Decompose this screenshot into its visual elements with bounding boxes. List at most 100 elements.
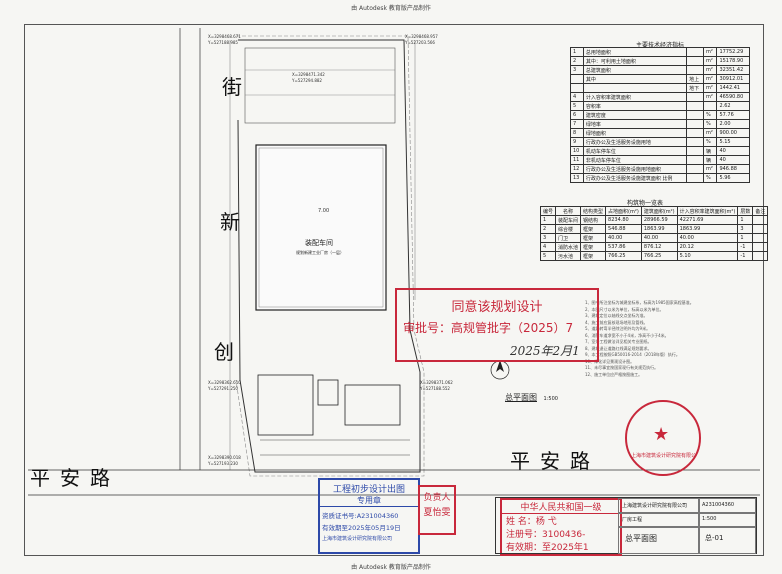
table-cell: 4 <box>539 242 557 252</box>
person-stamp-role: 负责人 <box>423 493 451 503</box>
table-cell: 766.25 <box>640 251 678 261</box>
table-cell: 地下 <box>686 83 705 93</box>
north-yard <box>244 47 396 124</box>
table-cell: 容积率 <box>582 101 688 111</box>
table-cell: 7 <box>570 119 584 129</box>
table-cell <box>686 65 705 75</box>
plot-header: 由 Autodesk 教育版产品制作 <box>351 5 431 12</box>
table-cell: 900.00 <box>716 128 750 138</box>
road-name-vertical: 街 <box>220 70 244 104</box>
table-cell: 2.00 <box>716 119 750 129</box>
building-area-text: 7.00 <box>318 208 330 214</box>
coord-7: X=3298362.610 <box>208 380 241 385</box>
table-cell: 32351.42 <box>716 65 750 75</box>
table-header-cell: 计入容积率建筑面积(m²) <box>676 206 739 216</box>
table-cell: % <box>703 137 718 147</box>
coord-11: X=3298390.018 <box>208 455 241 460</box>
table-cell: 辆 <box>703 155 718 165</box>
road-char-2: 新 <box>220 210 240 234</box>
table-cell: 12 <box>570 164 584 174</box>
drawing-frame <box>24 24 764 556</box>
table-cell: 机动车停车位 <box>582 146 688 156</box>
table-cell: 装配车间 <box>555 215 582 225</box>
indicator-table-title: 主要技术经济指标 <box>635 42 684 49</box>
titleblock-sheet: 总-01 <box>705 534 724 542</box>
table-cell: 非机动车停车位 <box>582 155 688 165</box>
table-cell: 11 <box>570 155 584 165</box>
table-cell: 5 <box>570 101 584 111</box>
note-line: 2、本图尺寸以米为单位，标高以米为单位。 <box>585 306 664 312</box>
table-cell: 2.62 <box>716 101 750 111</box>
table-cell: 1 <box>570 47 584 57</box>
table-cell <box>686 146 705 156</box>
table-cell <box>582 83 688 93</box>
note-line: 8、建筑退让道路红线满足规划要求。 <box>585 345 652 351</box>
table-cell: 5.96 <box>716 173 750 183</box>
table-cell <box>686 128 705 138</box>
table-cell: 3 <box>570 65 584 75</box>
table-cell: -1 <box>737 242 754 252</box>
table-cell: 2 <box>570 56 584 66</box>
building-name: 装配车间 <box>305 239 333 247</box>
table-header-cell: 编号 <box>539 206 557 216</box>
road-name-vertical-2: 新 <box>218 205 242 239</box>
section-scale: 1:500 <box>543 396 558 402</box>
table-cell: 40.00 <box>640 233 678 243</box>
table-cell: 总建筑面积 <box>582 65 688 75</box>
table-cell: 40 <box>716 146 750 156</box>
table-cell: m² <box>703 164 718 174</box>
table-cell: 1863.99 <box>640 224 678 234</box>
building-table: 编号名称结构类型占地面积(m²)建筑面积(m²)计入容积率建筑面积(m²)层数备… <box>539 206 769 261</box>
table-cell: 框架 <box>580 242 607 252</box>
table-cell: 1863.99 <box>676 224 739 234</box>
table-cell: 3 <box>737 224 754 234</box>
table-cell <box>752 242 769 252</box>
table-cell: 绿地面积 <box>582 128 688 138</box>
note-line: 7、室外工程做法详见相关专业图纸。 <box>585 339 652 344</box>
table-cell: 42271.69 <box>676 215 739 225</box>
table-cell <box>686 119 705 129</box>
table-cell: 计入容积率建筑面积 <box>582 92 688 102</box>
table-cell: 地上 <box>686 74 705 84</box>
table-cell: 1 <box>737 215 754 225</box>
table-cell: 框架 <box>580 251 607 261</box>
table-cell: 1442.41 <box>716 83 750 93</box>
approval-line1: 同意该规划设计 <box>451 300 543 315</box>
title-block: 上海建筑设计研究院有限公司 厂房工程 总平面图 A231004360 1:500… <box>495 497 757 554</box>
design-stamp-title: 工程初步设计出图 <box>332 485 405 495</box>
table-cell: 15178.90 <box>716 56 750 66</box>
table-cell <box>686 56 705 66</box>
road-name-bottom-right: 平安路 <box>510 449 600 473</box>
table-cell: m² <box>703 128 718 138</box>
table-cell: 9 <box>570 137 584 147</box>
table-cell: 绿地率 <box>582 119 688 129</box>
table-cell <box>752 224 769 234</box>
table-cell <box>570 83 584 93</box>
note-line: 3、建筑定位以轴线交点坐标为准。 <box>585 313 648 318</box>
table-cell: 10 <box>570 146 584 156</box>
table-cell: 537.86 <box>605 242 642 252</box>
table-cell: 766.25 <box>605 251 642 261</box>
titleblock-scale: 1:500 <box>702 516 717 522</box>
design-stamp-subtitle: 专用章 <box>320 495 418 507</box>
table-cell <box>752 251 769 261</box>
note-line: 1、图中所注坐标为城建坐标系，标高为1985国家高程基准。 <box>585 300 694 305</box>
design-stamp-valid: 有效期至2025年05月19日 <box>322 524 401 532</box>
section-title: 总平面图 <box>505 393 537 402</box>
road-char-3: 创 <box>214 340 234 364</box>
pump-house <box>344 384 401 426</box>
approval-date: 2025年2月1 <box>510 344 580 358</box>
design-notes: 1、图中所注坐标为城建坐标系，标高为1985国家高程基准。2、本图尺寸以米为单位… <box>585 300 750 378</box>
titleblock-company: 上海建筑设计研究院有限公司 <box>622 503 688 509</box>
person-stamp-name: 夏怡雯 <box>423 508 451 518</box>
table-cell: 框架 <box>580 224 607 234</box>
table-cell: 5 <box>539 251 557 261</box>
